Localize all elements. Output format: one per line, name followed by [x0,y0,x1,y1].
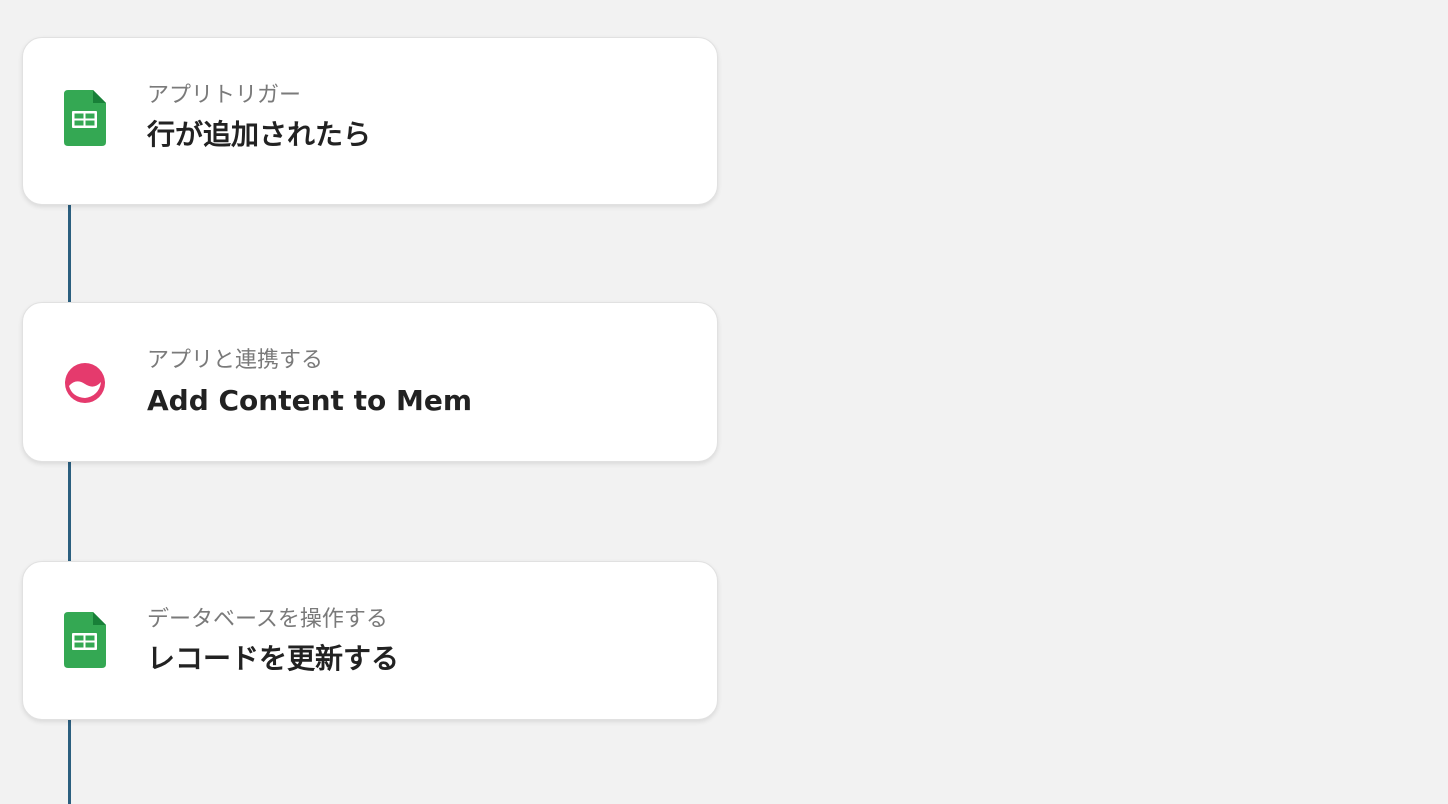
step-title: レコードを更新する [147,642,400,675]
step-title: Add Content to Mem [147,384,473,417]
step-title: 行が追加されたら [147,118,372,151]
step-type-label: アプリトリガー [147,83,302,108]
flow-connector-line [68,204,71,302]
google-sheets-icon [64,612,106,668]
flow-connector-line [68,720,71,804]
flow-step-card-app[interactable]: アプリと連携する Add Content to Mem [22,302,718,462]
flow-step-card-database[interactable]: データベースを操作する レコードを更新する [22,561,718,720]
step-type-label: データベースを操作する [147,607,388,632]
step-type-label: アプリと連携する [147,348,324,373]
google-sheets-icon [64,90,106,146]
flow-step-card-trigger[interactable]: アプリトリガー 行が追加されたら [22,37,718,205]
flow-connector-line [68,462,71,562]
mem-icon [64,362,106,404]
